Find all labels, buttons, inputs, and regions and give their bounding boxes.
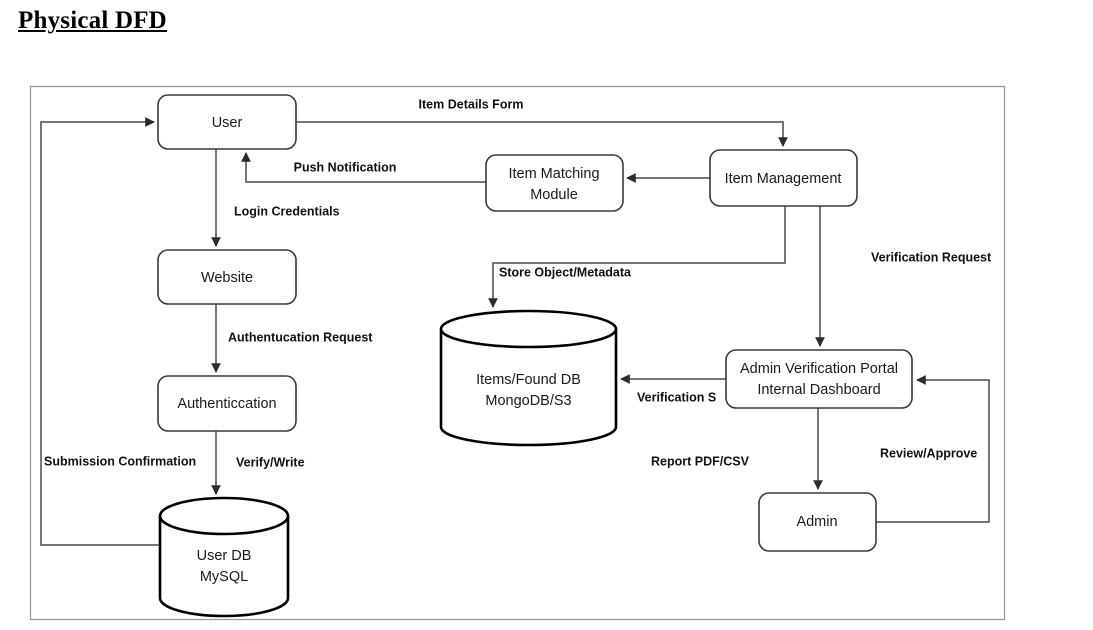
- node-item-matching-module-label-line2: Module: [530, 187, 578, 203]
- node-website-label: Website: [201, 270, 253, 286]
- edge-label-submission-confirmation: Submission Confirmation: [44, 454, 196, 468]
- node-admin-verification-portal-label-line1: Admin Verification Portal: [740, 361, 898, 377]
- node-authentication-label: Authenticcation: [177, 396, 276, 412]
- node-admin-verification-portal-label-line2: Internal Dashboard: [757, 382, 880, 398]
- node-items-found-db-label-line2: MongoDB/S3: [485, 393, 571, 409]
- node-admin-label: Admin: [796, 514, 837, 530]
- node-admin[interactable]: Admin: [758, 492, 877, 552]
- node-item-management[interactable]: Item Management: [709, 149, 858, 207]
- edge-label-authentication-request: Authentucation Request: [228, 330, 373, 344]
- edge-label-verification-status: Verification S: [637, 390, 716, 404]
- edge-label-review-approve: Review/Approve: [880, 446, 977, 460]
- node-items-found-db[interactable]: Items/Found DB MongoDB/S3: [439, 309, 618, 447]
- node-item-matching-module-label-line1: Item Matching: [508, 166, 599, 182]
- edge-label-verification-request: Verification Request: [871, 250, 992, 264]
- edge-store-object-metadata: [488, 206, 786, 308]
- edge-push-notification: [241, 152, 486, 183]
- node-user-db-label-line2: MySQL: [200, 569, 248, 585]
- edge-submission-confirmation: [40, 117, 160, 546]
- page-title: Physical DFD: [18, 7, 167, 34]
- edge-label-push-notification: Push Notification: [294, 160, 397, 174]
- node-item-management-label: Item Management: [725, 171, 842, 187]
- edge-label-item-details-form: Item Details Form: [419, 97, 524, 111]
- node-user[interactable]: User: [157, 94, 297, 150]
- edge-label-verify-write: Verify/Write: [236, 455, 305, 469]
- node-website[interactable]: Website: [157, 249, 297, 305]
- node-user-db-label-line1: User DB: [197, 548, 252, 564]
- node-items-found-db-label-line1: Items/Found DB: [476, 372, 581, 388]
- node-user-label: User: [212, 115, 243, 131]
- edge-label-report-pdf-csv: Report PDF/CSV: [651, 454, 750, 468]
- node-item-matching-module[interactable]: Item Matching Module: [485, 154, 624, 212]
- edge-review-approve: [876, 375, 990, 523]
- diagram-frame: [29, 85, 1006, 621]
- edge-label-store-object-metadata: Store Object/Metadata: [499, 265, 632, 279]
- node-admin-verification-portal[interactable]: Admin Verification Portal Internal Dashb…: [725, 349, 913, 409]
- edge-item-details-form: [296, 121, 788, 147]
- node-authentication[interactable]: Authenticcation: [157, 375, 297, 432]
- node-user-db[interactable]: User DB MySQL: [158, 496, 290, 618]
- edge-label-login-credentials: Login Credentials: [234, 204, 340, 218]
